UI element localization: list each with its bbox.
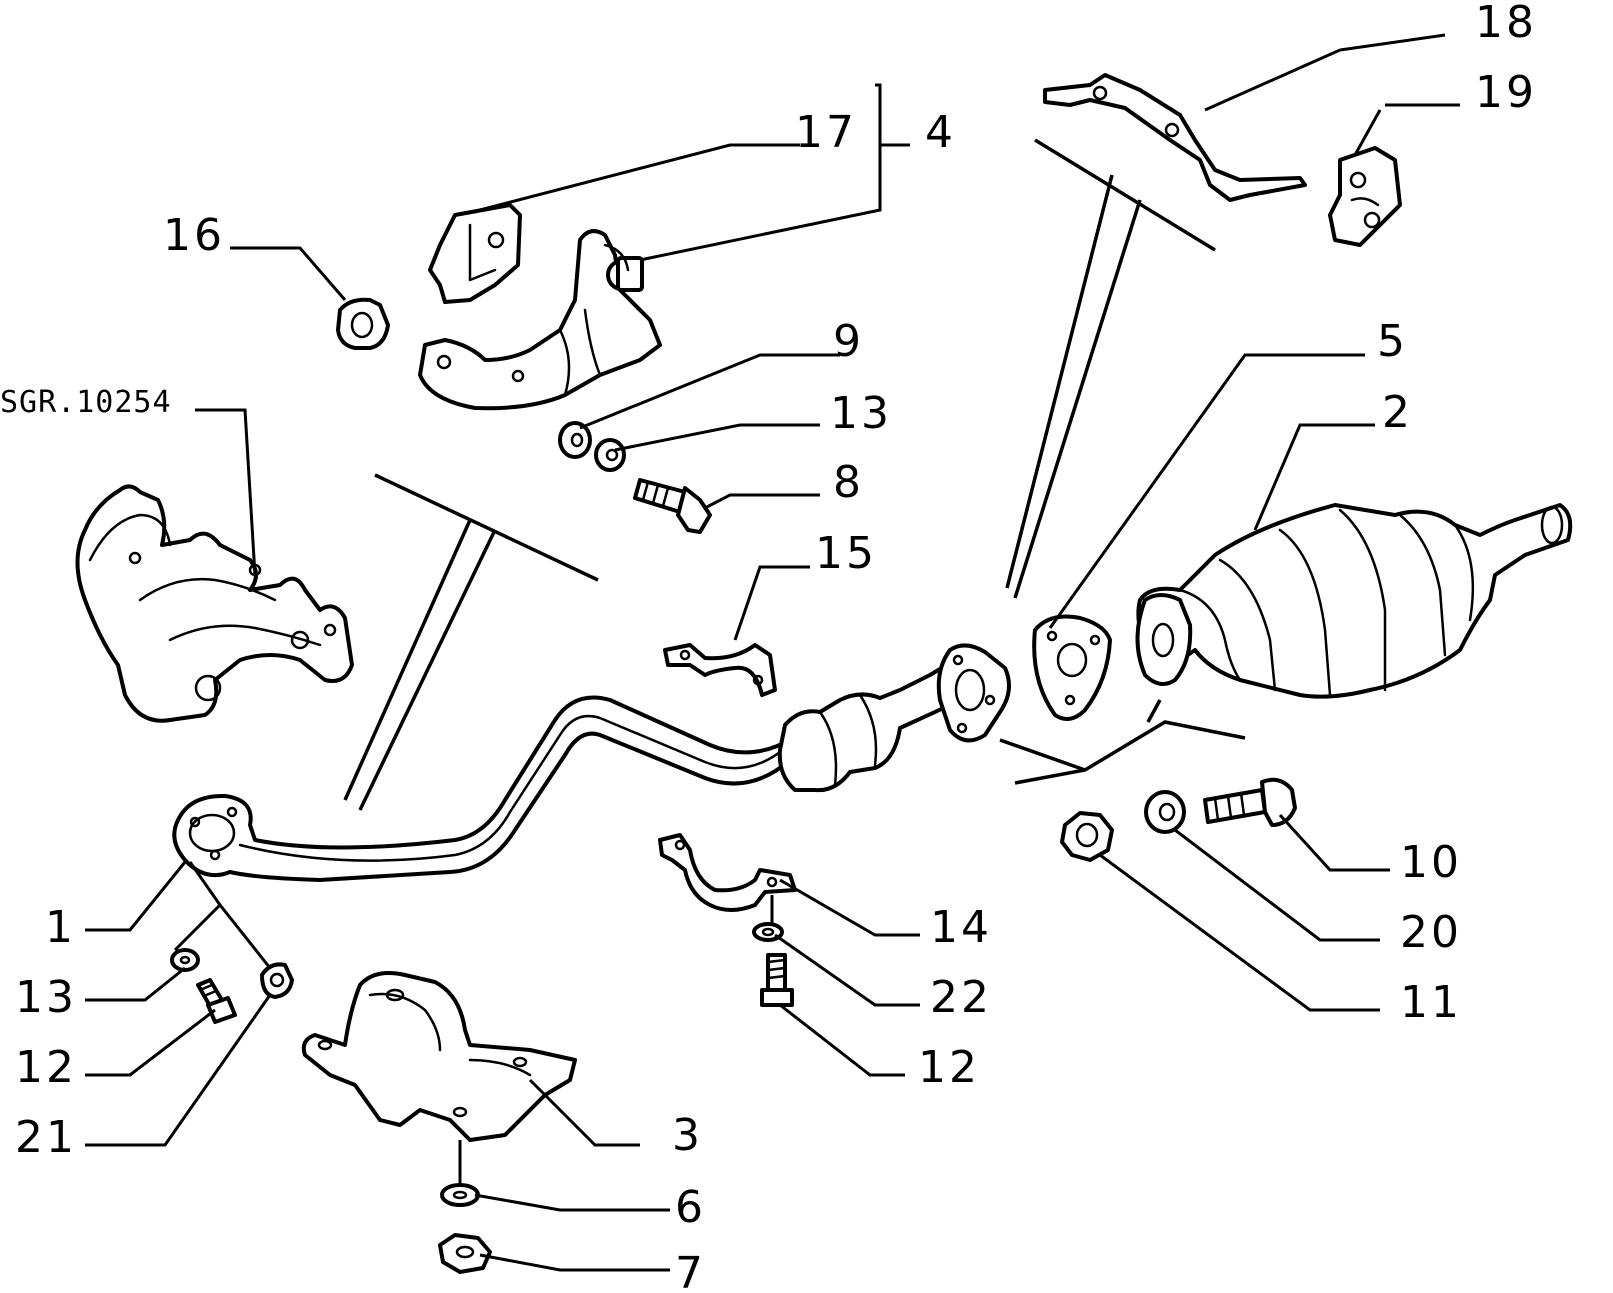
callout-14: 14 (930, 902, 992, 953)
callout-8: 8 (833, 457, 864, 508)
pipe-clamp-15 (663, 643, 777, 697)
mounting-bracket-assembly (418, 229, 662, 411)
callout-22: 22 (930, 972, 992, 1023)
callout-11: 11 (1400, 977, 1462, 1028)
exhaust-manifold (75, 484, 354, 723)
assembly-guide-lines (343, 138, 1246, 811)
callout-1: 1 (45, 902, 76, 953)
callout-6: 6 (675, 1182, 706, 1233)
callout-9: 9 (833, 316, 864, 367)
washer-13-upper (594, 438, 626, 472)
nut-7 (438, 1233, 492, 1274)
callout-15: 15 (815, 528, 877, 579)
rubber-bushing (336, 297, 390, 350)
callout-7: 7 (675, 1248, 706, 1293)
heat-shield (301, 971, 577, 1142)
drawing-reference-code: SGR.10254 (0, 385, 172, 420)
callout-17: 17 (795, 107, 857, 158)
callout-13-lower: 13 (15, 972, 77, 1023)
bolt-10 (1203, 777, 1297, 827)
callout-13-upper: 13 (830, 388, 892, 439)
callout-20: 20 (1400, 907, 1462, 958)
hanger-bracket-18 (1043, 73, 1307, 202)
callout-12-right: 12 (918, 1042, 980, 1093)
rubber-mount-19 (1328, 146, 1402, 247)
callout-3: 3 (672, 1110, 703, 1161)
washer-6 (440, 1183, 480, 1207)
callout-2: 2 (1382, 387, 1413, 438)
flange-gasket (1032, 614, 1112, 721)
front-exhaust-pipe (172, 695, 792, 882)
nut-11 (1060, 811, 1114, 862)
flex-pipe-section (777, 643, 1011, 793)
washer-13-lower (170, 948, 200, 972)
nut-21 (260, 962, 294, 999)
washer-9 (558, 421, 592, 459)
bolt-12-left (196, 978, 237, 1024)
callout-10: 10 (1400, 837, 1462, 888)
washer-20 (1144, 790, 1186, 834)
bolt-8 (633, 478, 712, 534)
callout-21: 21 (15, 1112, 77, 1163)
callout-4: 4 (925, 107, 956, 158)
callout-18: 18 (1475, 0, 1537, 48)
leader-lines (85, 33, 1460, 1272)
callout-19: 19 (1475, 67, 1537, 118)
callout-5: 5 (1377, 316, 1408, 367)
bolt-12-right (760, 953, 794, 1007)
callout-12-left: 12 (15, 1042, 77, 1093)
callout-16: 16 (163, 210, 225, 261)
pipe-clamp-14 (658, 833, 797, 912)
mounting-bracket-upper (428, 203, 522, 304)
catalytic-converter (1135, 503, 1573, 699)
